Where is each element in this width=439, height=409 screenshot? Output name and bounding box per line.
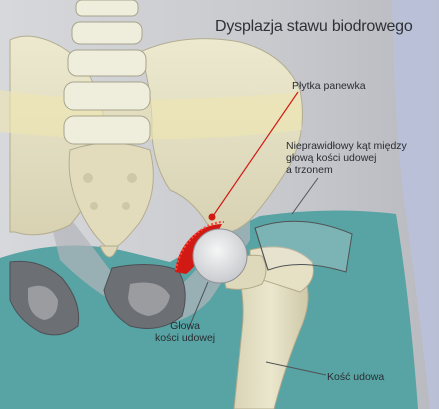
femoral-head [193,229,247,283]
leader-dot-shallow-socket [209,214,216,221]
vertebra [76,0,138,16]
vertebra [64,116,150,144]
figure-title: Dysplazja stawu biodrowego [215,18,413,36]
sacral-foramen-3 [90,202,98,210]
vertebra [68,50,146,76]
label-femoral-head: Głowa kości udowej [155,320,215,344]
sacral-foramen-2 [127,173,137,183]
sacral-foramen-4 [122,202,130,210]
label-shallow-socket: Płytka panewka [292,80,366,92]
neck-shaft-angle-arc [255,221,352,272]
vertebra [64,82,150,110]
sacral-foramen-1 [83,173,93,183]
label-abnormal-angle: Nieprawidłowy kąt między głową kości udo… [286,140,407,176]
label-femur: Kość udowa [327,371,384,383]
vertebra [72,22,142,44]
